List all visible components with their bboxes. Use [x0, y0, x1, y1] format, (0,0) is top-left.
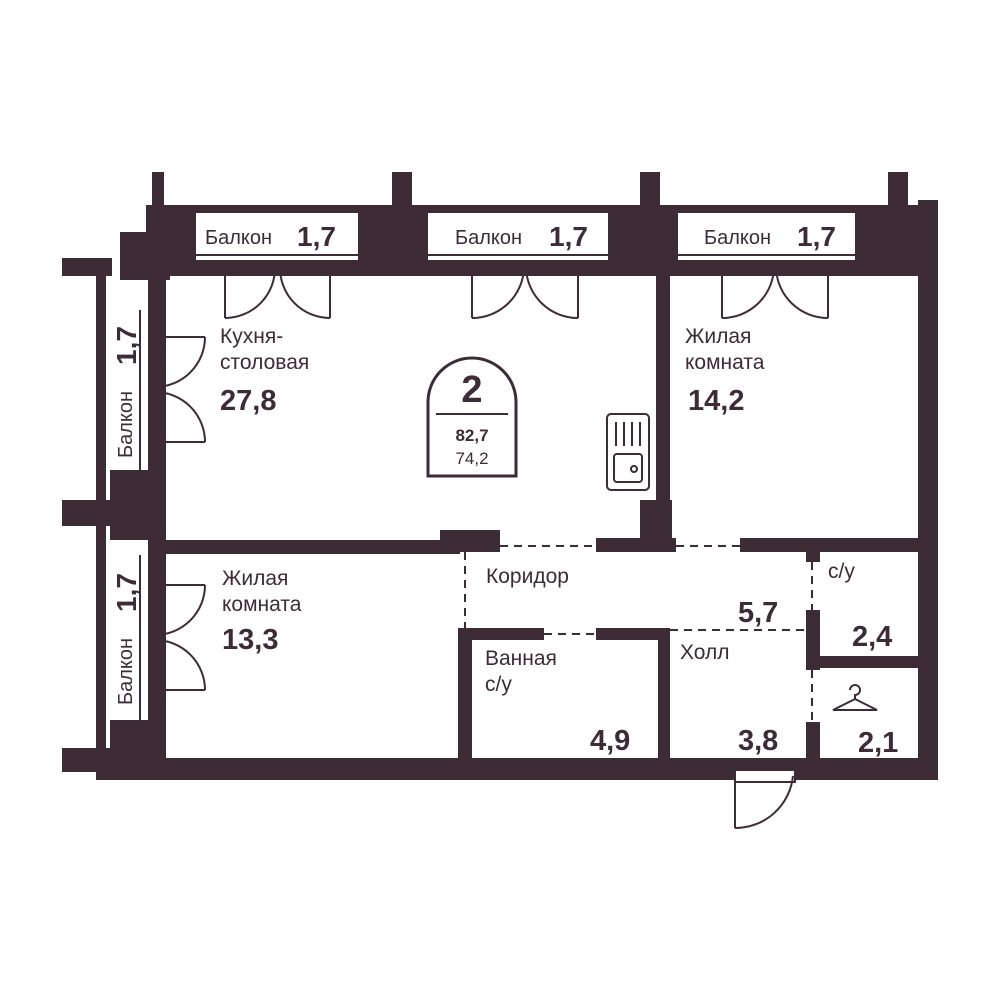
balcony-area-west-2: 1,7: [111, 573, 142, 612]
balcony-area-1: 1,7: [297, 221, 336, 252]
balcony-door-west-1[interactable]: [154, 336, 206, 443]
living2-name-2: комната: [222, 593, 302, 616]
north-pier-1: [146, 205, 196, 270]
hall-name: Холл: [680, 641, 730, 664]
doors: [154, 267, 829, 830]
west-corner-bottom: [110, 720, 166, 780]
balcony-rail-2: [408, 205, 623, 213]
balcony-door-west-2[interactable]: [154, 584, 206, 691]
hall-area: 3,8: [738, 725, 778, 757]
balcony-label-west-2: Балкон: [115, 638, 137, 705]
room-labels: Кухня- столовая 27,8 Жилая комната 14,2 …: [220, 325, 898, 759]
balcony-rail-1: [162, 205, 377, 213]
wc-area: 2,4: [852, 621, 892, 653]
west-stub-bottom: [62, 748, 112, 772]
wall-corridor-stub2: [596, 538, 676, 552]
north-pier-2: [358, 205, 428, 275]
wardrobe-area: 2,1: [858, 727, 898, 759]
wall-north: [148, 260, 918, 276]
living1-name-2: комната: [685, 351, 765, 374]
west-pier-mid2: [110, 470, 166, 540]
north-pier-4b: [888, 172, 908, 212]
wall-wardrobe-left: [806, 722, 820, 772]
wall-east: [918, 200, 938, 780]
wall-wc-left: [806, 610, 820, 670]
wall-bath-top-a: [458, 628, 544, 640]
wall-kitchen-living2: [160, 540, 460, 554]
living1-area: 14,2: [688, 385, 744, 417]
balcony-door-2[interactable]: [471, 267, 579, 319]
north-pier-3b: [640, 172, 660, 212]
bathroom-name-1: Ванная: [485, 647, 557, 670]
total-area: 82,7: [455, 426, 488, 445]
apartment-badge: 2 82,7 74,2: [426, 356, 518, 478]
north-pier-4: [855, 205, 923, 275]
wc-name: с/у: [828, 560, 855, 583]
kitchen-area: 27,8: [220, 385, 276, 417]
balcony-label-2: Балкон: [455, 227, 522, 249]
hanger-icon: [832, 684, 878, 711]
living2-name-1: Жилая: [222, 567, 288, 590]
kitchen-name-1: Кухня-: [220, 325, 283, 348]
corridor-area: 5,7: [738, 597, 778, 629]
balcony-area-3: 1,7: [797, 221, 836, 252]
bathroom-name-2: с/у: [485, 673, 512, 696]
living-area: 74,2: [455, 449, 488, 468]
corridor-name: Коридор: [486, 565, 569, 588]
balcony-label-west-1: Балкон: [115, 391, 137, 458]
wall-living1-bottom: [740, 538, 920, 552]
balcony-label-3: Балкон: [704, 227, 771, 249]
north-pier-3: [608, 205, 678, 275]
kitchen-name-2: столовая: [220, 351, 309, 374]
balcony-lines: [139, 254, 855, 720]
wall-kitchen-living1: [656, 270, 670, 550]
balcony-area-2: 1,7: [549, 221, 588, 252]
rooms-count: 2: [461, 369, 482, 411]
wall-bath-right: [658, 628, 670, 768]
wall-wc-stub: [806, 548, 820, 562]
wall-bath-top-b: [596, 628, 670, 640]
balcony-door-1[interactable]: [224, 267, 331, 319]
north-pier-1b: [152, 172, 164, 212]
walls: [62, 172, 938, 780]
balcony-area-west-1: 1,7: [111, 326, 142, 365]
balcony-labels: Балкон 1,7 Балкон 1,7 Балкон 1,7 Балкон …: [111, 216, 855, 705]
wall-corridor-stub1: [440, 530, 500, 552]
zone-separators: [464, 545, 813, 722]
kitchen-sink-icon: [606, 413, 650, 491]
wall-south: [96, 758, 938, 780]
balcony-label-1: Балкон: [205, 227, 272, 249]
bathroom-area: 4,9: [590, 725, 630, 757]
wall-wc-bottom: [806, 656, 920, 668]
entrance-door[interactable]: [734, 769, 796, 830]
north-pier-2b: [392, 172, 412, 212]
west-stub-top: [62, 258, 112, 276]
living1-name-1: Жилая: [685, 325, 751, 348]
wall-bath-left: [458, 628, 472, 768]
living2-area: 13,3: [222, 624, 278, 656]
balcony-rail-3: [660, 205, 875, 213]
balcony-door-3[interactable]: [721, 267, 829, 319]
